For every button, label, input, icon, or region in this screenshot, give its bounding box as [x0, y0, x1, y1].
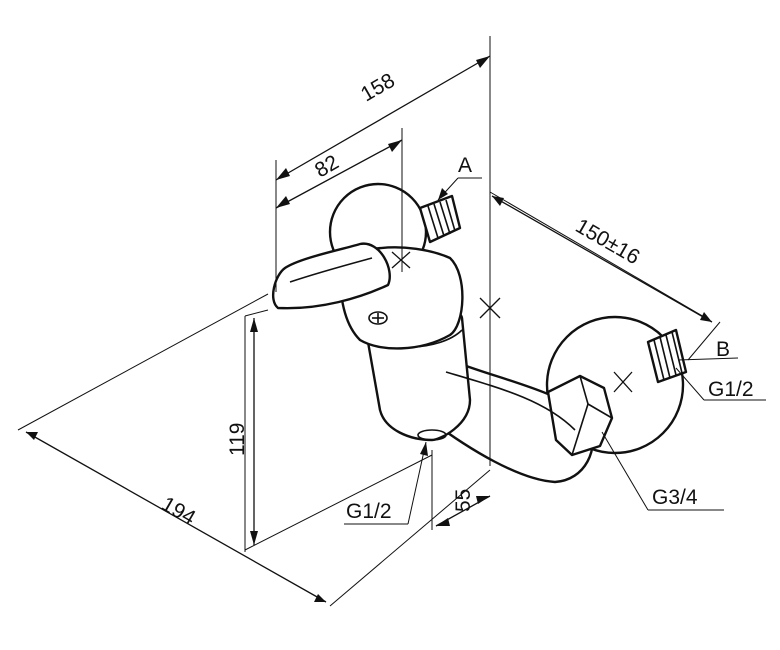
- dim-119-label: 119: [226, 423, 249, 456]
- dimension-lines: [17, 36, 721, 607]
- spout-arm: [428, 358, 595, 484]
- lever-handle: [271, 242, 391, 310]
- faucet-body: [271, 182, 688, 484]
- dim-158-label: 158: [357, 69, 399, 106]
- label-thread-outlet: G1/2: [708, 378, 754, 401]
- union-nut: [546, 374, 614, 457]
- leader-lines: [344, 177, 766, 525]
- left-inlet-thread: [418, 194, 462, 244]
- callout-labels: A B G1/2 G3/4 G1/2: [346, 154, 754, 523]
- label-b: B: [716, 338, 730, 361]
- dim-82-label: 82: [311, 151, 343, 183]
- dim-55-label: 55: [452, 489, 475, 512]
- label-thread-inlet: G1/2: [346, 500, 392, 523]
- label-a: A: [458, 154, 472, 177]
- dim-194-label: 194: [158, 492, 200, 530]
- label-thread-shower: G3/4: [652, 486, 698, 509]
